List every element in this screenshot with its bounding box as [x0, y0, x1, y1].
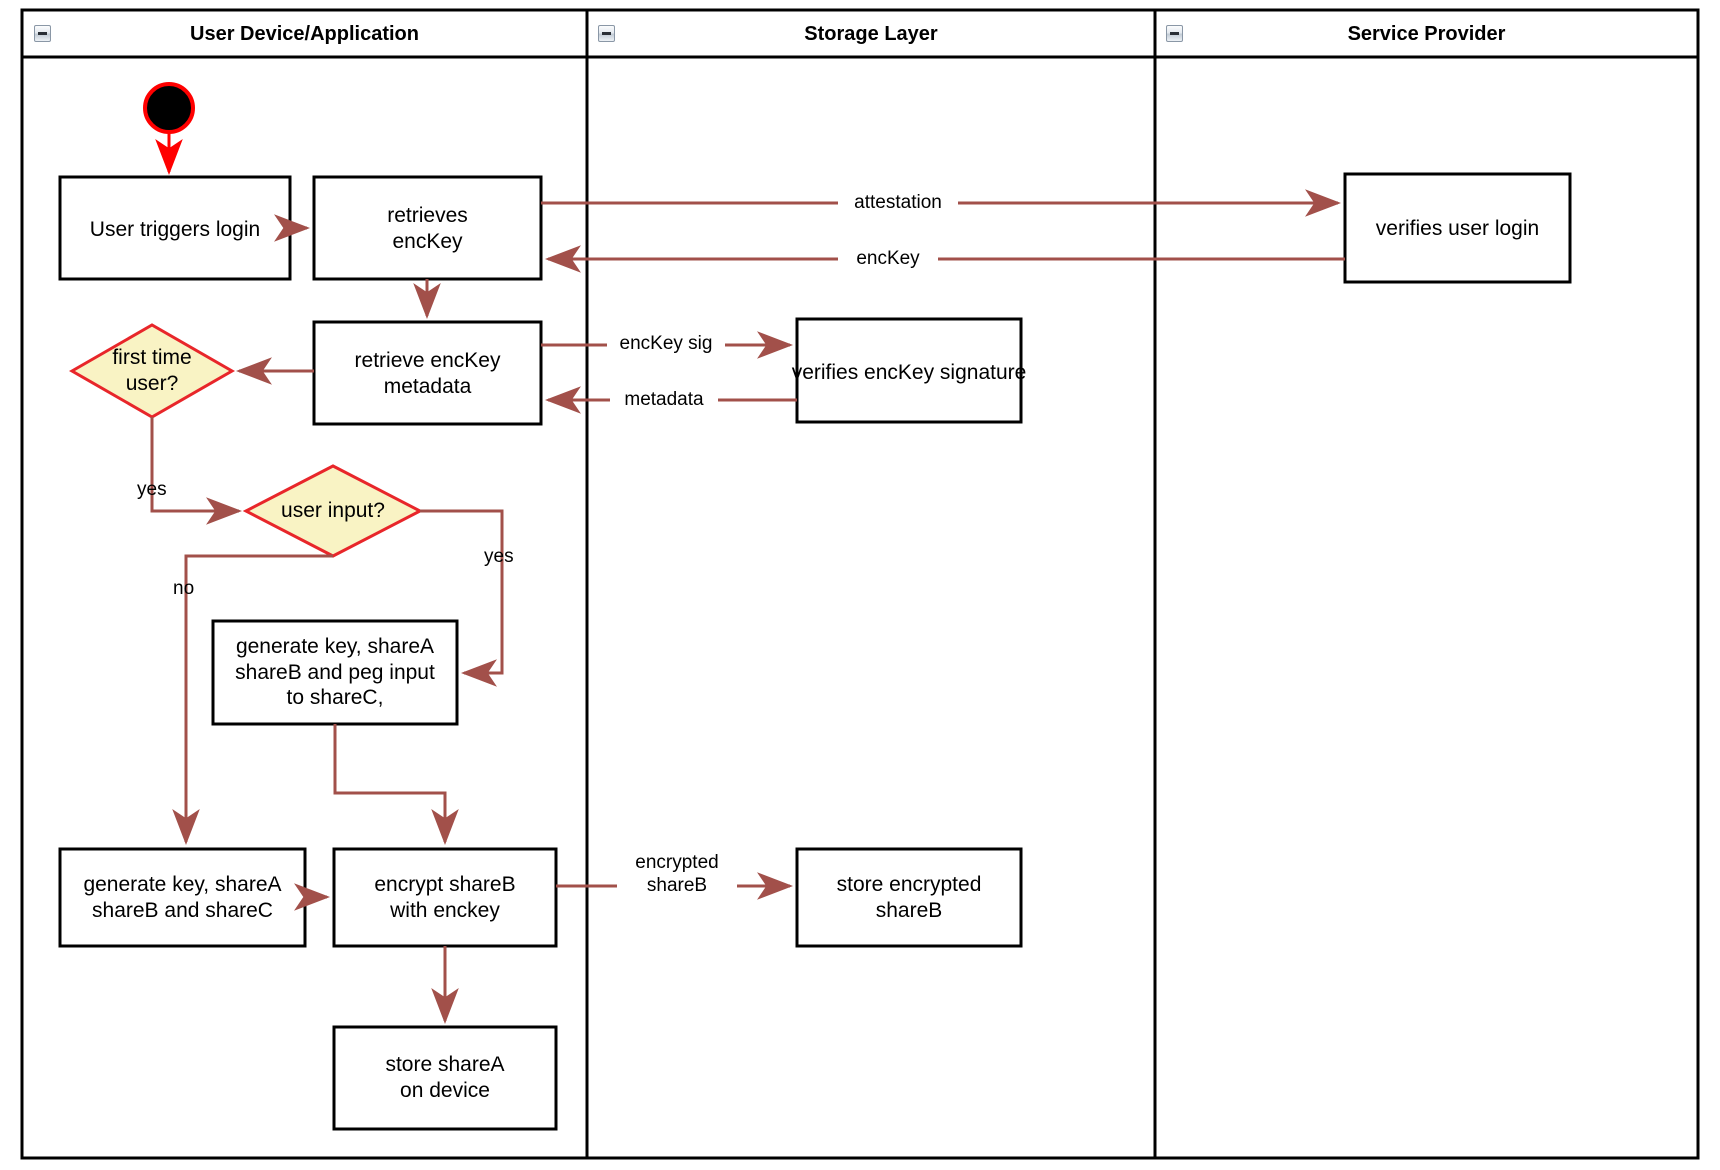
guard-label-user-input-no: no [173, 578, 195, 599]
lane-title-service-provider: Service Provider [1347, 23, 1506, 45]
node-encrypt-shareb [332, 847, 558, 948]
collapse-icon-storage-layer[interactable] [598, 25, 615, 42]
lane-title-user-device: User Device/Application [190, 23, 419, 45]
node-verifies-enckey-signature-hit[interactable] [797, 319, 1021, 422]
node-user-triggers-login-hit[interactable] [60, 177, 290, 279]
node-generate-peg [211, 619, 459, 726]
edge-label-enckey: encKey [838, 248, 938, 270]
node-generate-peg-hit[interactable] [213, 621, 457, 724]
node-verifies-user-login [1343, 172, 1572, 284]
decision-user-input-hit[interactable] [246, 466, 420, 556]
node-store-sharea-hit[interactable] [334, 1027, 556, 1129]
node-retrieves-enckey [312, 175, 543, 281]
edge-label-encrypted-shareb-line1: encrypted [635, 852, 719, 873]
edge-label-metadata: metadata [610, 389, 718, 411]
node-verifies-enckey-signature [795, 317, 1023, 424]
edge-label-enckey-sig: encKey sig [607, 333, 725, 355]
decision-first-time-user-hit[interactable] [72, 325, 232, 417]
collapse-icon-user-device[interactable] [34, 25, 51, 42]
node-retrieve-enckey-metadata-hit[interactable] [314, 322, 541, 424]
node-generate-shares-hit[interactable] [60, 849, 305, 946]
decision-first-time-user [68, 323, 236, 419]
node-store-encrypted-shareb [795, 847, 1023, 948]
collapse-icon-service-provider[interactable] [1166, 25, 1183, 42]
initial-node-hit[interactable] [145, 84, 193, 132]
node-shapes [58, 82, 1572, 1131]
node-retrieves-enckey-hit[interactable] [314, 177, 541, 279]
node-retrieve-enckey-metadata [312, 320, 543, 426]
lane-title-storage-layer: Storage Layer [804, 23, 938, 45]
edge-peg-encrypt [333, 724, 459, 845]
edge-label-encrypted-shareb-line2: shareB [646, 874, 708, 896]
edge-firsttime-yes [150, 417, 242, 525]
guard-label-first-time-user-yes: yes [137, 479, 167, 500]
node-store-sharea [332, 1025, 558, 1131]
edge-label-attestation: attestation [838, 192, 958, 214]
node-verifies-user-login-hit[interactable] [1345, 174, 1570, 282]
edge-userinput-no [172, 554, 333, 845]
edge-userinput-yes [420, 509, 504, 687]
node-generate-shares [58, 847, 307, 948]
guard-label-user-input-yes: yes [484, 546, 514, 567]
node-encrypt-shareb-hit[interactable] [334, 849, 556, 946]
edge-label-encrypted-shareb: encrypted shareB [617, 852, 737, 898]
node-store-encrypted-shareb-hit[interactable] [797, 849, 1021, 946]
